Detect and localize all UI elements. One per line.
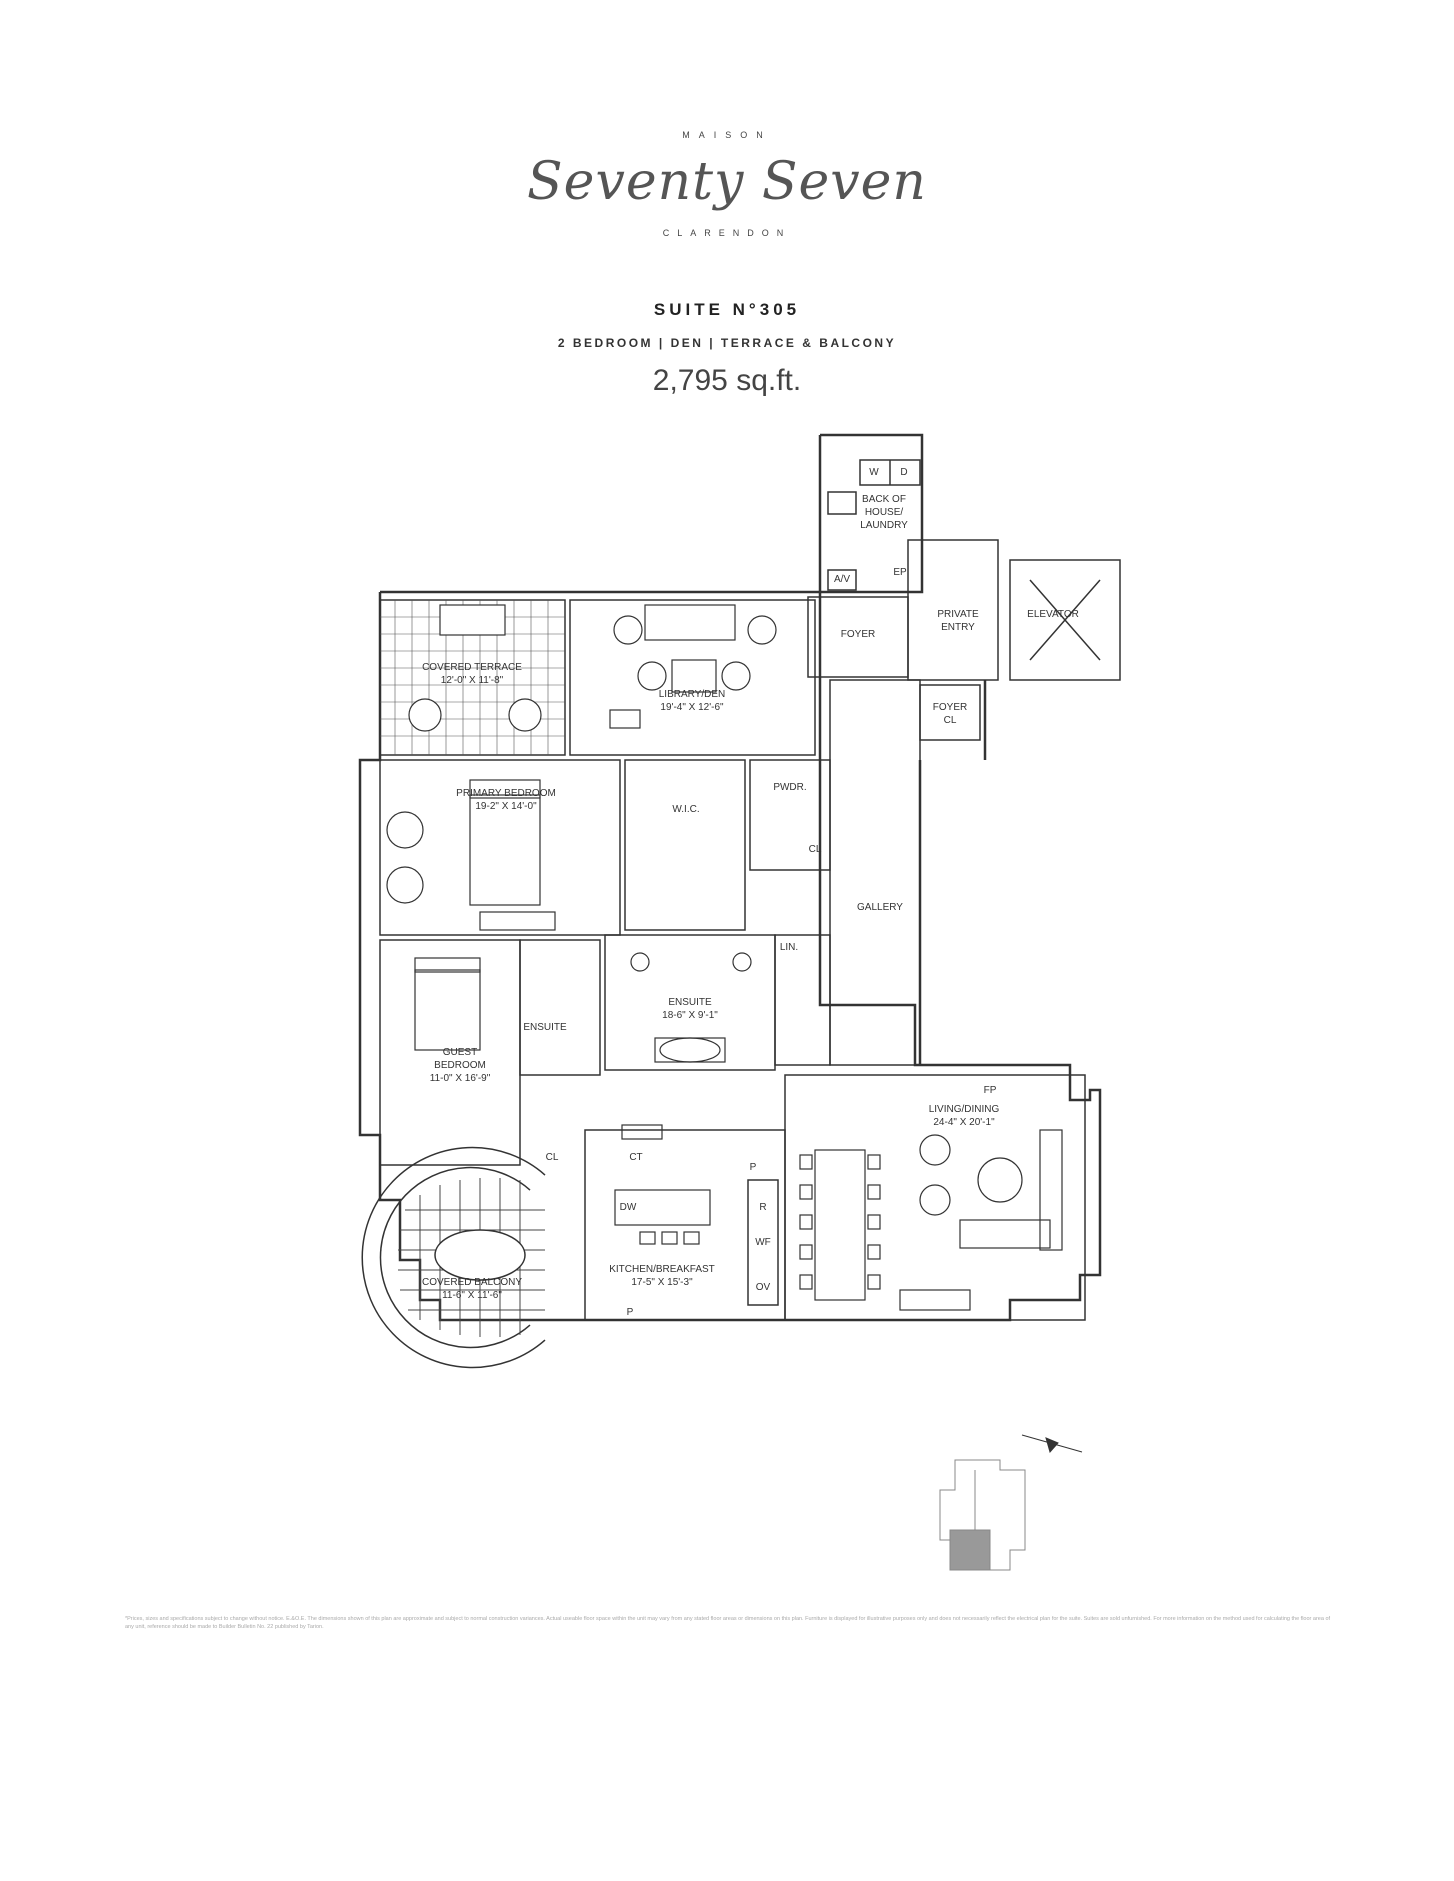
library-dims: 19'-4" X 12'-6" xyxy=(660,702,724,713)
ov-label: OV xyxy=(756,1282,771,1293)
laundry-label-2: HOUSE/ xyxy=(865,507,904,518)
guest-label-2: BEDROOM xyxy=(434,1060,486,1071)
key-plan-icon xyxy=(939,1459,1026,1571)
terrace-dims: 12'-0" X 11'-8" xyxy=(441,675,504,686)
interior-walls xyxy=(361,459,1121,1369)
suite-title: SUITE N°305 xyxy=(653,300,801,319)
laundry-label-3: LAUNDRY xyxy=(860,520,908,531)
laundry-w-label: W xyxy=(869,467,879,478)
p-top-label: P xyxy=(750,1162,757,1173)
ensuite-main-dims: 18-6" X 9'-1" xyxy=(662,1010,718,1021)
kitchen-dims: 17-5" X 15'-3" xyxy=(631,1277,693,1288)
disclaimer-text: *Prices, sizes and specifications subjec… xyxy=(125,1616,1331,1630)
pwdr-label: PWDR. xyxy=(773,782,806,793)
ep-label: EP xyxy=(893,567,907,578)
foyer-label: FOYER xyxy=(841,629,875,640)
balcony-dims: 11-6" X 11'-6" xyxy=(442,1290,502,1301)
primary-bedroom-label: PRIMARY BEDROOM xyxy=(456,788,556,799)
library-label: LIBRARY/DEN xyxy=(659,689,726,700)
elevator-label: ELEVATOR xyxy=(1027,609,1079,620)
cl2-label: CL xyxy=(546,1152,559,1163)
ensuite-main-label: ENSUITE xyxy=(668,997,712,1008)
north-arrow-icon xyxy=(1021,1434,1083,1454)
wic-label: W.I.C. xyxy=(672,804,699,815)
ct-label: CT xyxy=(629,1152,642,1163)
foyer-cl-label-2: CL xyxy=(944,715,957,726)
private-entry-label-1: PRIVATE xyxy=(937,609,979,620)
primary-bedroom-dims: 19-2" X 14'-0" xyxy=(475,801,537,812)
fp-label: FP xyxy=(984,1085,997,1096)
guest-dims: 11-0" X 16'-9" xyxy=(430,1073,491,1084)
cl-label: CL xyxy=(809,844,822,855)
p-bottom-label: P xyxy=(627,1307,634,1318)
wf-label: WF xyxy=(755,1237,771,1248)
terrace-label: COVERED TERRACE xyxy=(422,662,522,673)
brand-logo-script: Seventy Seven xyxy=(527,152,927,212)
living-label: LIVING/DINING xyxy=(929,1104,1000,1115)
kitchen-label: KITCHEN/BREAKFAST xyxy=(609,1264,715,1275)
furniture xyxy=(386,604,1063,1311)
dw-label: DW xyxy=(620,1202,637,1213)
balcony-tiles xyxy=(398,1178,545,1337)
laundry-d-label: D xyxy=(900,467,907,478)
ensuite-guest-label: ENSUITE xyxy=(523,1022,567,1033)
brand-clarendon: CLARENDON xyxy=(662,228,792,238)
suite-subtitle: 2 BEDROOM | DEN | TERRACE & BALCONY xyxy=(557,336,897,350)
balcony-label: COVERED BALCONY xyxy=(422,1277,522,1288)
lin-label: LIN. xyxy=(780,942,798,953)
room-labels: W D BACK OF HOUSE/ LAUNDRY A/V EP FOYER … xyxy=(422,467,1079,1318)
living-dims: 24-4" X 20'-1" xyxy=(933,1117,995,1128)
r-label: R xyxy=(759,1202,766,1213)
av-label: A/V xyxy=(834,574,850,585)
foyer-cl-label-1: FOYER xyxy=(933,702,967,713)
private-entry-label-2: ENTRY xyxy=(941,622,975,633)
exterior-walls xyxy=(358,433,1102,1322)
brand-maison: MAISON xyxy=(682,130,772,140)
guest-label-1: GUEST xyxy=(443,1047,477,1058)
suite-area: 2,795 sq.ft. xyxy=(652,364,802,397)
gallery-label: GALLERY xyxy=(857,902,903,913)
laundry-label-1: BACK OF xyxy=(862,494,906,505)
